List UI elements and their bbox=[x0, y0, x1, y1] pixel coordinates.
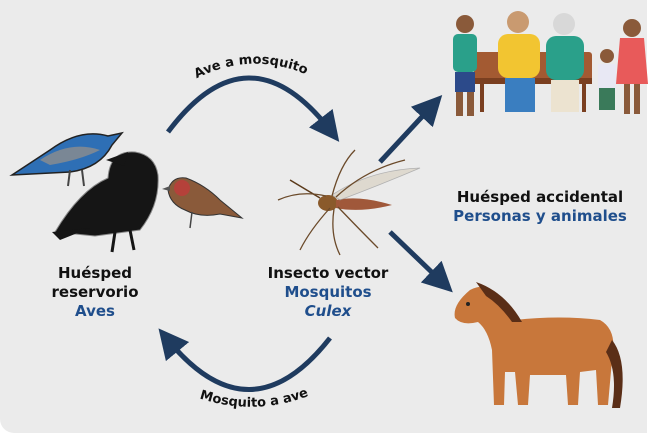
arrow-to-people bbox=[380, 106, 432, 162]
reservoir-title-line1: Huésped bbox=[30, 264, 160, 283]
accidental-name: Personas y animales bbox=[440, 207, 640, 226]
horse-illustration bbox=[455, 282, 623, 408]
blue-bird-illustration bbox=[12, 133, 122, 186]
arrow-bird-to-mosquito bbox=[168, 78, 330, 132]
sparrow-illustration bbox=[162, 178, 242, 228]
people-group-illustration bbox=[453, 11, 648, 116]
reservoir-name: Aves bbox=[30, 302, 160, 321]
arrow-mosquito-to-bird bbox=[168, 338, 330, 390]
vector-title: Insecto vector bbox=[238, 264, 418, 283]
vector-label: Insecto vector Mosquitos Culex bbox=[238, 264, 418, 321]
vector-name: Mosquitos bbox=[238, 283, 418, 302]
accidental-host-label: Huésped accidental Personas y animales bbox=[440, 188, 640, 226]
vector-genus: Culex bbox=[238, 302, 418, 321]
reservoir-title-line2: reservorio bbox=[30, 283, 160, 302]
accidental-title: Huésped accidental bbox=[440, 188, 640, 207]
reservoir-host-label: Huésped reservorio Aves bbox=[30, 264, 160, 321]
